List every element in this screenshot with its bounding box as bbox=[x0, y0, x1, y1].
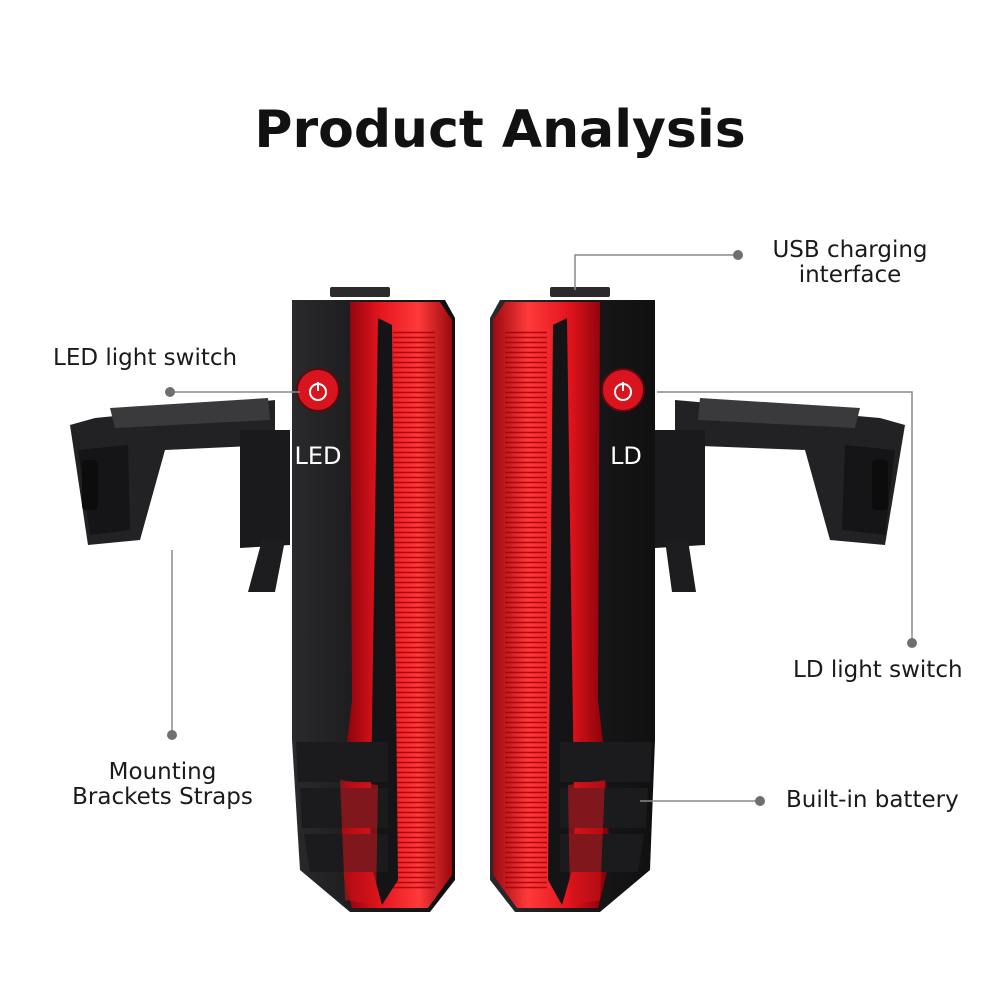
ld-switch-leader-line bbox=[657, 391, 913, 643]
right-device-label: LD bbox=[610, 442, 642, 470]
ld-switch-leader-dot bbox=[907, 638, 917, 648]
mounting-leader-dot bbox=[167, 730, 177, 740]
led-switch-leader-dot bbox=[165, 387, 175, 397]
battery-callout: Built-in battery bbox=[786, 787, 959, 813]
left-mounting-bracket bbox=[70, 398, 290, 592]
ld-switch-callout: LD light switch bbox=[793, 657, 963, 683]
mounting-callout-line-1: Mounting bbox=[108, 759, 217, 785]
right-tail-light: LD bbox=[490, 287, 655, 912]
usb-charging-callout: USB charging interface bbox=[755, 238, 945, 288]
led-switch-callout: LED light switch bbox=[53, 345, 238, 371]
page-title: Product Analysis bbox=[254, 100, 746, 160]
usb-callout-line-2: interface bbox=[798, 262, 902, 288]
usb-callout-line-1: USB charging bbox=[772, 237, 928, 263]
left-tail-light: LED bbox=[292, 287, 455, 912]
callout-leaders bbox=[170, 254, 913, 802]
battery-leader-dot bbox=[755, 796, 765, 806]
mounting-straps-callout: Mounting Brackets Straps bbox=[45, 760, 280, 810]
usb-leader-line bbox=[574, 254, 738, 290]
left-device-label: LED bbox=[294, 442, 341, 470]
mounting-callout-line-2: Brackets Straps bbox=[72, 784, 253, 810]
right-mounting-bracket bbox=[655, 398, 905, 592]
usb-leader-dot bbox=[733, 250, 743, 260]
